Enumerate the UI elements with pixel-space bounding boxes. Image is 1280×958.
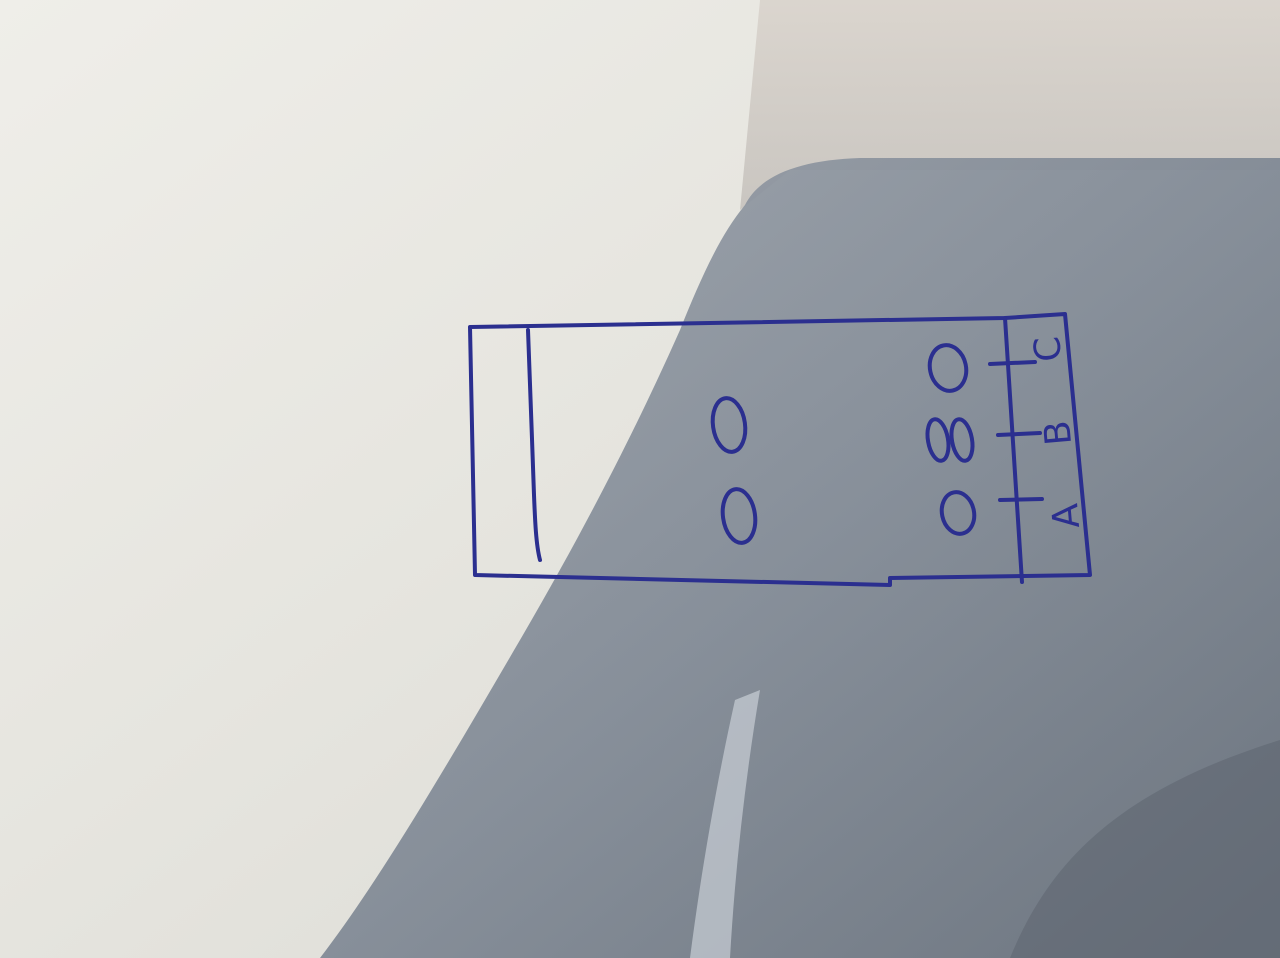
lane-ticks <box>988 360 1044 502</box>
spot-b-origin-1 <box>925 417 951 463</box>
lane-tick-c <box>988 360 1037 366</box>
lane-label-c: C <box>1027 335 1070 364</box>
shadow-dark-corner <box>1010 740 1280 958</box>
lane-labels: C B A <box>1027 335 1088 530</box>
spot-b-developed <box>710 396 748 454</box>
lane-label-a: A <box>1045 502 1088 530</box>
spot-c-origin <box>927 343 969 393</box>
lane-tick-a <box>998 497 1044 502</box>
shadow-highlight <box>690 690 760 958</box>
shadow-region <box>320 158 1280 958</box>
lit-area-top <box>740 0 1280 210</box>
lane-tick-b <box>996 431 1042 437</box>
spot-b-origin-2 <box>949 417 975 463</box>
plate-outline <box>468 312 1092 587</box>
origin-spots <box>925 343 977 536</box>
solvent-front-line <box>526 328 542 562</box>
spot-a-developed <box>720 487 758 545</box>
spot-a-origin <box>939 490 977 536</box>
lane-label-b: B <box>1037 419 1080 447</box>
developed-spots <box>710 396 758 545</box>
